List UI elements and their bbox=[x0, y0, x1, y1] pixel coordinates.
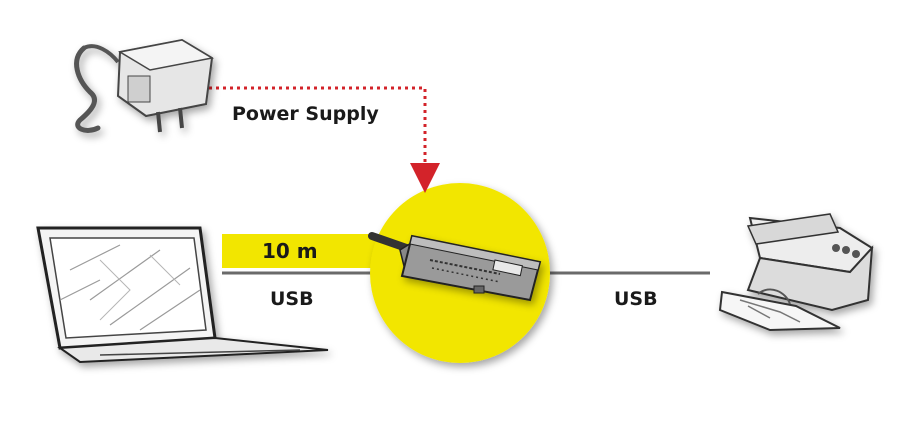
power-supply-label: Power Supply bbox=[232, 103, 379, 125]
power-adapter-icon bbox=[74, 38, 215, 133]
length-bar bbox=[222, 234, 382, 268]
usb-label-right: USB bbox=[614, 288, 658, 310]
power-arrow bbox=[195, 86, 440, 193]
printer-icon bbox=[718, 213, 874, 332]
usb-extender-icon bbox=[368, 232, 542, 302]
usb-label-left: USB bbox=[270, 288, 314, 310]
laptop-icon bbox=[36, 226, 329, 364]
cable-length-label: 10 m bbox=[262, 239, 318, 263]
